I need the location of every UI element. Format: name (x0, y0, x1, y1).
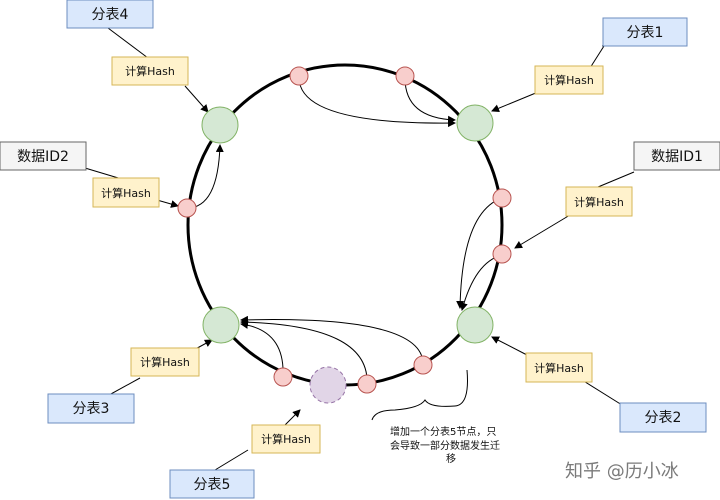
shard4-label: 分表4 (92, 7, 129, 23)
shard2-label: 分表2 (645, 410, 682, 426)
note-line1: 增加一个分表5节点，只 (390, 425, 496, 438)
shard-labels: 分表4 分表1 分表2 分表3 分表5 (47, 0, 707, 499)
shard3-label: 分表3 (73, 401, 110, 417)
data-node-id2[interactable] (177, 198, 197, 218)
hash-text: 计算Hash (261, 432, 311, 446)
data-id-labels: 数据ID1 数据ID2 (0, 141, 720, 171)
hash-box-shard2 (525, 352, 593, 383)
shard3-box[interactable] (47, 393, 135, 424)
data-id2-label: 数据ID2 (17, 149, 69, 165)
shard1-label: 分表1 (627, 25, 664, 41)
note-line3: 移 (446, 452, 456, 465)
data-id2-box[interactable] (0, 141, 87, 171)
arrow-data-to-shard1-b (404, 77, 456, 124)
hash-box-id2 (92, 177, 160, 208)
note-line2: 会导致一部分数据发生迁 (390, 439, 500, 452)
arrow-data-to-shard1-a (298, 77, 456, 128)
data-node[interactable] (395, 66, 415, 86)
data-node[interactable] (273, 367, 293, 387)
arrow-data-to-shard3-b (240, 318, 368, 385)
hash-box-shard4 (111, 56, 189, 86)
shard5-label: 分表5 (194, 477, 231, 493)
shard4-box[interactable] (66, 0, 154, 29)
hash-text: 计算Hash (534, 361, 584, 375)
shard1-box[interactable] (602, 17, 688, 47)
hash-box-shard1 (534, 65, 604, 95)
data-id1-box[interactable] (633, 141, 720, 171)
hash-box-shard5 (251, 424, 321, 454)
data-node[interactable] (357, 374, 377, 394)
shard5-node-new[interactable] (309, 366, 347, 404)
arrow-data-to-shard3-a (240, 320, 284, 377)
hash-text: 计算Hash (544, 73, 594, 87)
hash-text: 计算Hash (125, 64, 175, 78)
data-nodes (177, 66, 512, 394)
hash-text: 计算Hash (140, 355, 190, 369)
shard-nodes (201, 104, 494, 404)
hash-text: 计算Hash (101, 186, 151, 200)
hash-labels: 计算Hash 计算Hash 计算Hash 计算Hash 计算Hash 计算Has… (92, 56, 633, 454)
hash-ring (186, 63, 504, 387)
shard5-box[interactable] (169, 469, 255, 499)
data-id1-label: 数据ID1 (651, 149, 703, 165)
arrow-data-to-shard3-c (240, 315, 424, 366)
hash-box-shard3 (130, 347, 200, 377)
migration-note: 增加一个分表5节点，只 会导致一部分数据发生迁 移 (390, 425, 500, 465)
data-node[interactable] (289, 66, 309, 86)
hash-text: 计算Hash (574, 195, 624, 209)
shard1-node[interactable] (456, 104, 494, 142)
watermark: 知乎 @历小冰 (565, 461, 679, 482)
shard3-node[interactable] (202, 306, 240, 344)
curly-brace (371, 369, 468, 421)
data-node[interactable] (492, 188, 512, 208)
shard2-node[interactable] (456, 306, 494, 344)
shard2-box[interactable] (619, 402, 707, 433)
hash-box-id1 (565, 186, 633, 217)
data-node-id1[interactable] (492, 244, 512, 264)
data-node[interactable] (413, 355, 433, 375)
shard4-node[interactable] (201, 106, 239, 144)
